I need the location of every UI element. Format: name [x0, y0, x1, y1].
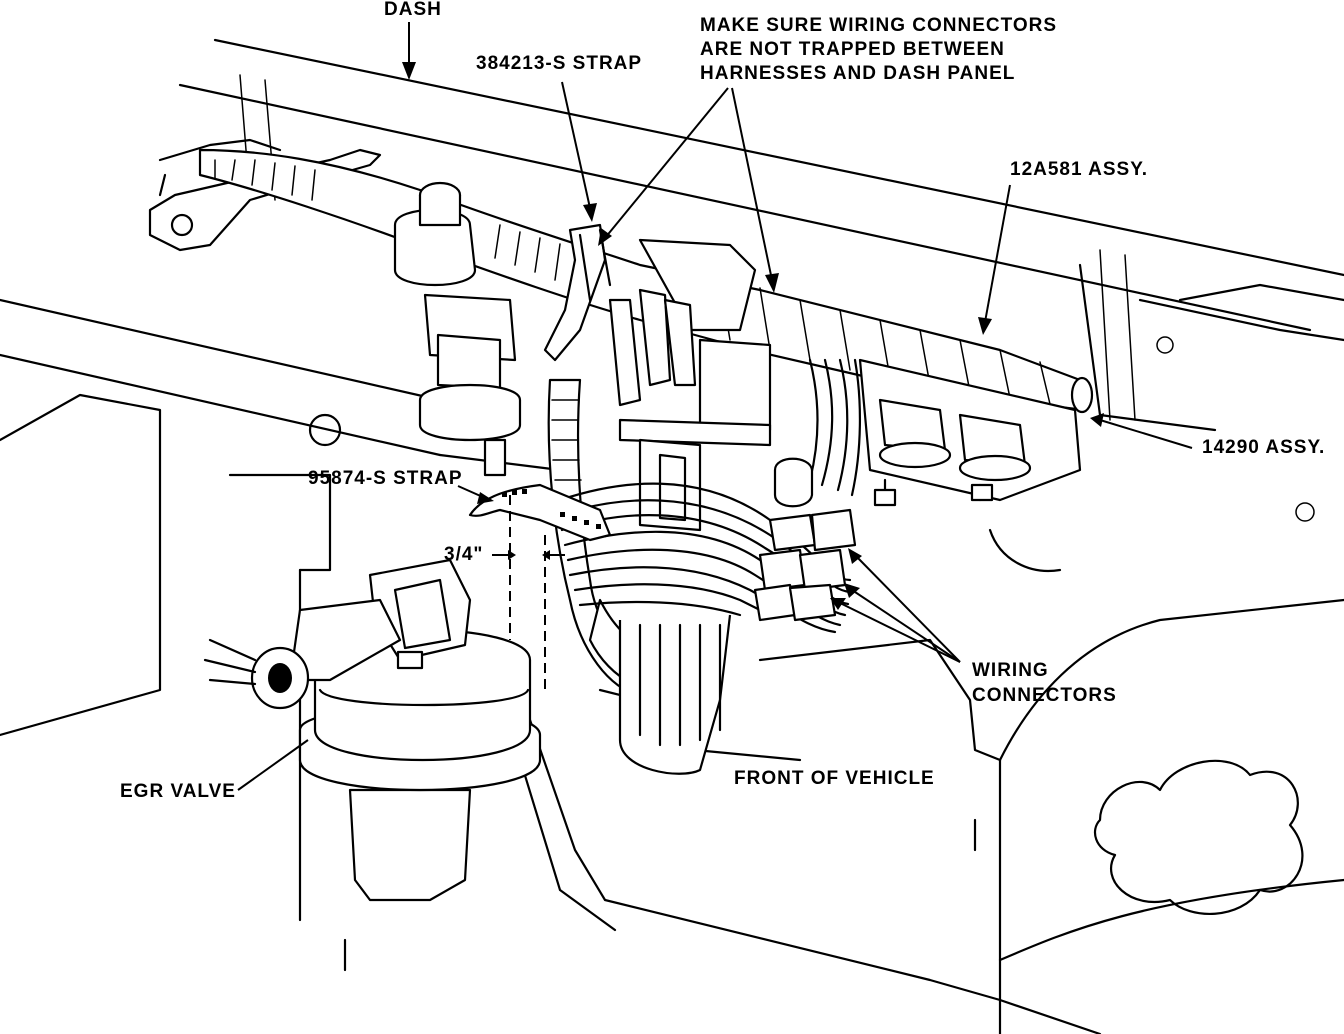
assy-14290-label: 14290 ASSY. [1202, 437, 1326, 458]
note-line-2: ARE NOT TRAPPED BETWEEN [700, 39, 1005, 60]
egr-valve [203, 558, 542, 902]
wiring-connector-group [753, 457, 857, 622]
dimension-label: 3/4" [444, 544, 484, 565]
vacuum-sensor [393, 181, 522, 477]
strap-95874s-label: 95874-S STRAP [308, 468, 463, 489]
assy-12a581-label: 12A581 ASSY. [1010, 159, 1149, 180]
dash-label: DASH [384, 0, 442, 20]
wiring-connectors-line-1: WIRING [972, 660, 1049, 681]
strap-384213s-label: 384213-S STRAP [476, 53, 643, 74]
front-of-vehicle-label: FRONT OF VEHICLE [734, 768, 935, 789]
relay-block [618, 238, 772, 532]
note-line-1: MAKE SURE WIRING CONNECTORS [700, 15, 1058, 36]
dimension-marker [492, 495, 565, 690]
note-line-3: HARNESSES AND DASH PANEL [700, 63, 1016, 84]
dash-panel [178, 38, 1344, 432]
wiring-connectors-line-2: CONNECTORS [972, 685, 1117, 706]
egr-valve-label: EGR VALVE [120, 781, 236, 802]
leader-lines [237, 22, 1193, 791]
strap-95874s [468, 483, 612, 542]
connector-assy-14290 [858, 358, 1082, 573]
